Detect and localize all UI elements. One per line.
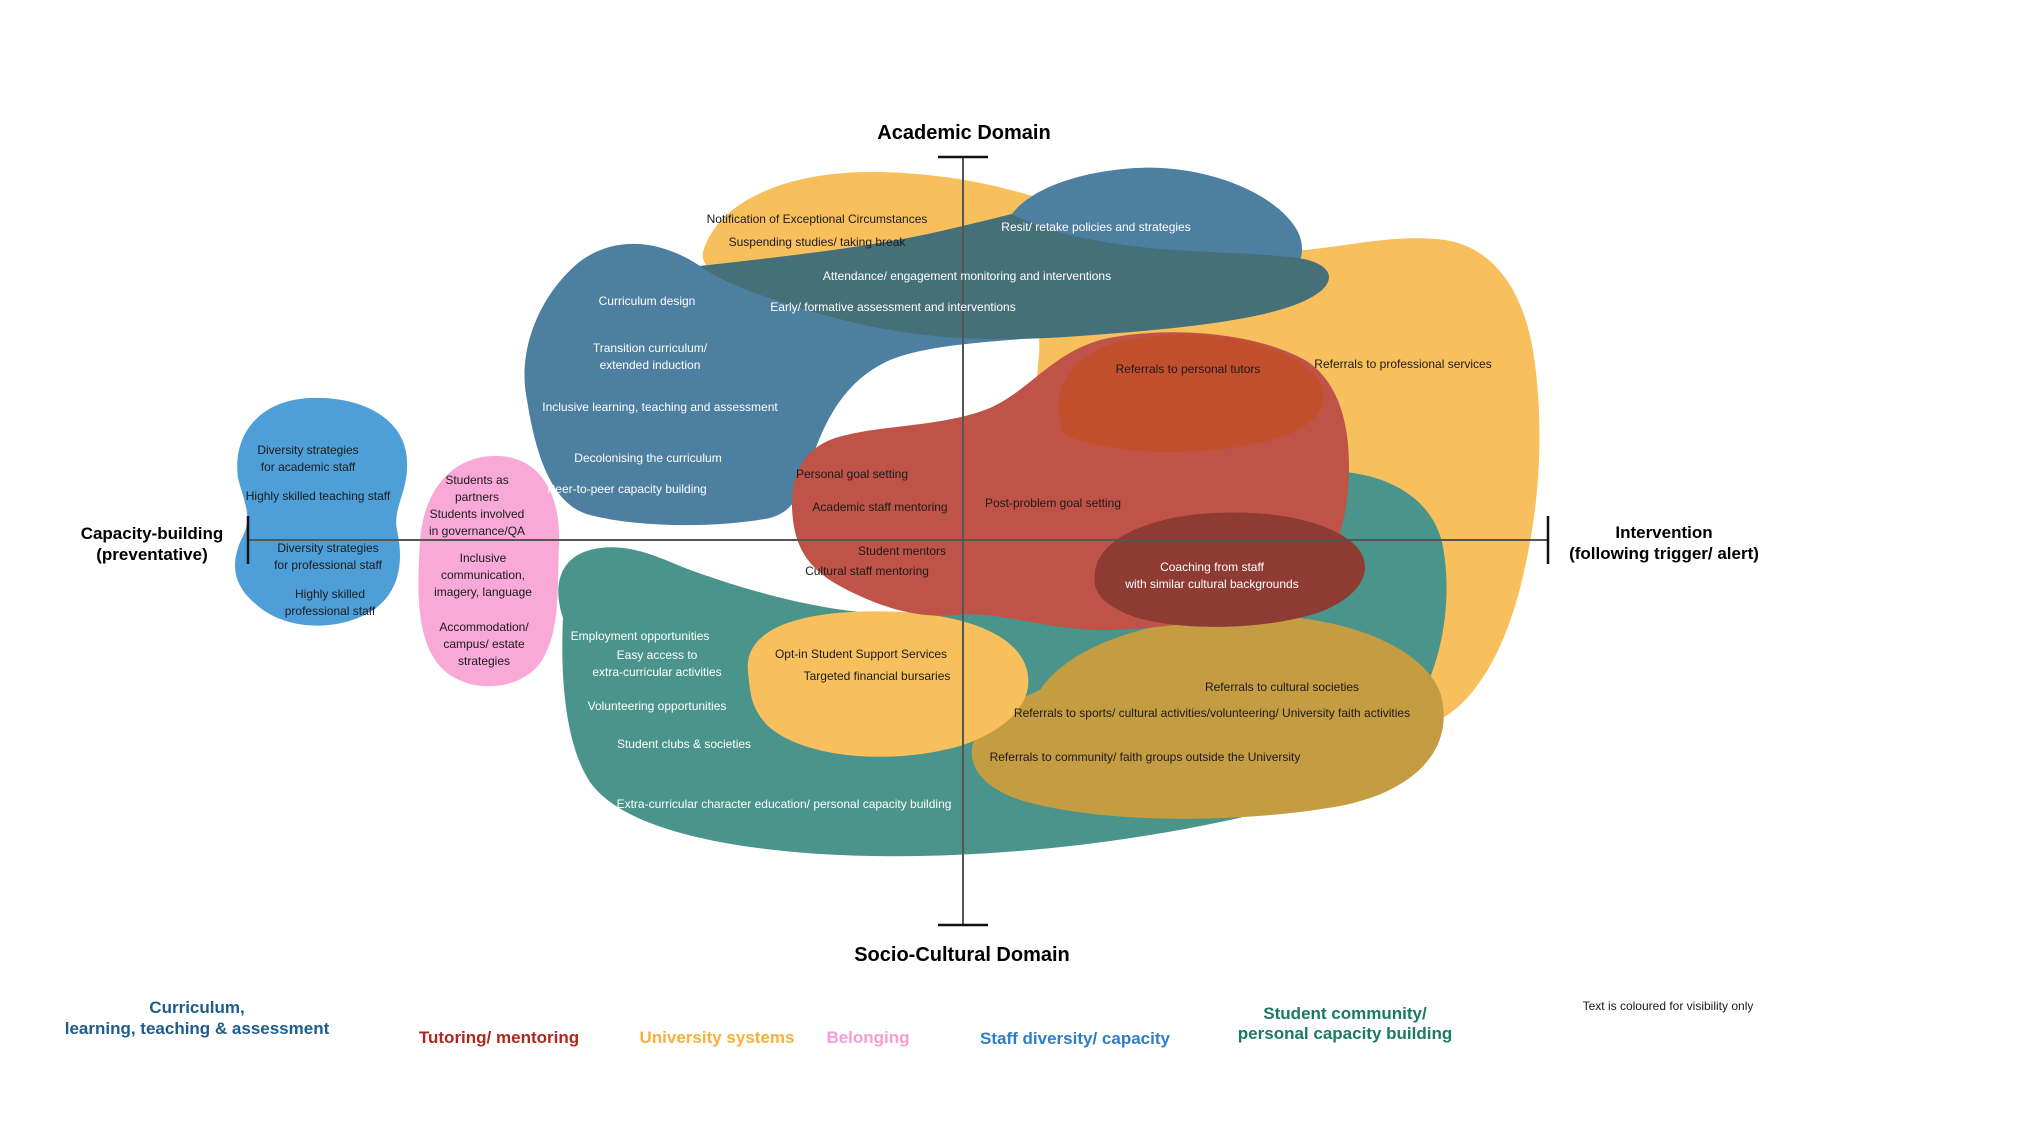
label-skilled-teaching-staff: Highly skilled teaching staff <box>246 489 391 503</box>
label-inclusive-communication-line1: Inclusive <box>460 551 507 565</box>
label-peer-to-peer: Peer-to-peer capacity building <box>547 482 706 496</box>
legend-curriculum-line2: learning, teaching & assessment <box>65 1019 330 1038</box>
label-referrals-professional-services: Referrals to professional services <box>1314 357 1491 371</box>
label-opt-in-support: Opt-in Student Support Services <box>775 647 947 661</box>
label-referrals-cultural-societies: Referrals to cultural societies <box>1205 680 1359 694</box>
label-student-clubs: Student clubs & societies <box>617 737 751 751</box>
label-diversity-academic-line1: Diversity strategies <box>257 443 358 457</box>
label-extra-curricular-education: Extra-curricular character education/ pe… <box>617 797 952 811</box>
label-skilled-professional-line2: professional staff <box>285 604 376 618</box>
label-transition-curriculum-line2: extended induction <box>600 358 701 372</box>
label-suspending-studies: Suspending studies/ taking break <box>729 235 907 249</box>
label-notification-exceptional: Notification of Exceptional Circumstance… <box>707 212 928 226</box>
label-employment-opportunities: Employment opportunities <box>571 629 710 643</box>
label-accommodation-line2: campus/ estate <box>443 637 525 651</box>
label-inclusive-communication-line2: communication, <box>441 568 525 582</box>
axis-label-capacity-line1: Capacity-building <box>81 524 224 543</box>
blob-staff-diversity <box>235 397 408 626</box>
legend-note: Text is coloured for visibility only <box>1583 999 1754 1013</box>
axis-title-socio-cultural: Socio-Cultural Domain <box>854 944 1070 966</box>
label-coaching-staff-line1: Coaching from staff <box>1160 560 1264 574</box>
legend-tutoring: Tutoring/ mentoring <box>419 1028 579 1047</box>
label-students-governance-line2: in governance/QA <box>429 524 525 538</box>
label-personal-goal-setting: Personal goal setting <box>796 467 908 481</box>
label-decolonising: Decolonising the curriculum <box>574 451 721 465</box>
axis-label-intervention-line1: Intervention <box>1615 523 1712 542</box>
label-skilled-professional-line1: Highly skilled <box>295 587 365 601</box>
label-easy-access-line2: extra-curricular activities <box>592 665 721 679</box>
label-accommodation-line1: Accommodation/ <box>439 620 529 634</box>
blob-overlap-community-systems <box>971 615 1444 819</box>
label-early-formative: Early/ formative assessment and interven… <box>770 300 1015 314</box>
blob-overlap-tutoring-systems <box>1058 334 1324 453</box>
axis-label-intervention-line2: (following trigger/ alert) <box>1569 544 1759 563</box>
legend-belonging: Belonging <box>826 1028 909 1047</box>
label-students-as-partners-line1: Students as <box>445 473 508 487</box>
legend-university-systems: University systems <box>640 1028 795 1047</box>
blob-overlap-tutoring-community <box>1094 512 1365 627</box>
label-diversity-academic-line2: for academic staff <box>261 460 356 474</box>
label-targeted-bursaries: Targeted financial bursaries <box>804 669 951 683</box>
label-curriculum-design: Curriculum design <box>599 294 696 308</box>
legend-staff-diversity: Staff diversity/ capacity <box>980 1029 1170 1048</box>
label-students-governance-line1: Students involved <box>430 507 525 521</box>
label-easy-access-line1: Easy access to <box>617 648 698 662</box>
label-attendance-monitoring: Attendance/ engagement monitoring and in… <box>823 269 1111 283</box>
label-diversity-professional-line2: for professional staff <box>274 558 383 572</box>
label-accommodation-line3: strategies <box>458 654 510 668</box>
label-volunteering-opportunities: Volunteering opportunities <box>588 699 727 713</box>
label-academic-staff-mentoring: Academic staff mentoring <box>812 500 947 514</box>
label-referrals-sports-faith: Referrals to sports/ cultural activities… <box>1014 706 1410 720</box>
legend-student-community-line1: Student community/ <box>1263 1004 1427 1023</box>
label-transition-curriculum-line1: Transition curriculum/ <box>593 341 708 355</box>
label-referrals-personal-tutors: Referrals to personal tutors <box>1116 362 1261 376</box>
blob-overlap-curriculum-systems <box>700 214 1329 340</box>
label-resit-retake: Resit/ retake policies and strategies <box>1001 220 1190 234</box>
blob-belonging <box>418 455 560 687</box>
label-post-problem-goal-setting: Post-problem goal setting <box>985 496 1121 510</box>
blob-university-systems-lower <box>747 611 1029 757</box>
label-cultural-staff-mentoring: Cultural staff mentoring <box>805 564 929 578</box>
label-diversity-professional-line1: Diversity strategies <box>277 541 378 555</box>
axis-title-academic: Academic Domain <box>877 122 1050 144</box>
legend-curriculum-line1: Curriculum, <box>149 998 244 1017</box>
label-coaching-staff-line2: with similar cultural backgrounds <box>1124 577 1298 591</box>
label-inclusive-communication-line3: imagery, language <box>434 585 532 599</box>
label-inclusive-learning: Inclusive learning, teaching and assessm… <box>542 400 778 414</box>
axis-label-capacity-line2: (preventative) <box>96 545 207 564</box>
legend-student-community-line2: personal capacity building <box>1238 1024 1452 1043</box>
label-students-as-partners-line2: partners <box>455 490 499 504</box>
label-referrals-community-faith: Referrals to community/ faith groups out… <box>990 750 1301 764</box>
label-student-mentors: Student mentors <box>858 544 946 558</box>
